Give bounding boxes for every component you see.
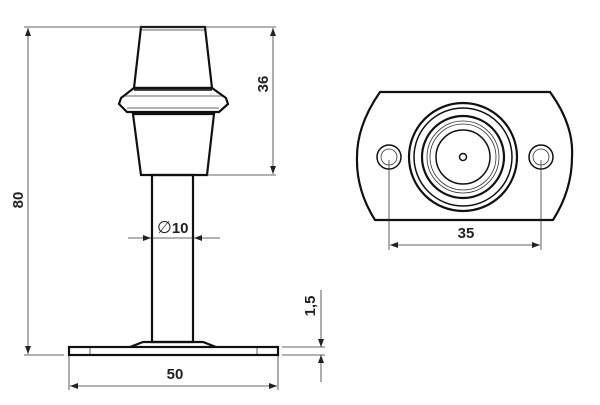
dimension-50: 50 xyxy=(167,366,184,383)
dimension-1-5: 1,5 xyxy=(302,296,319,317)
head-upper-cone xyxy=(132,25,214,90)
base-fillet xyxy=(129,340,217,349)
head-lower-cone xyxy=(131,112,216,177)
dimension-80: 80 xyxy=(10,192,27,209)
top-view: 35 xyxy=(355,90,574,250)
mounting-plate-outline xyxy=(355,90,574,222)
stem xyxy=(150,173,195,344)
dimension-diameter-10: ∅10 xyxy=(157,218,189,237)
center-point xyxy=(458,152,468,162)
side-view: 80 36 ∅10 50 1,5 xyxy=(10,25,325,390)
dimension-35: 35 xyxy=(458,225,475,242)
base-plate xyxy=(67,345,280,357)
head-flange xyxy=(117,86,230,114)
dimension-36: 36 xyxy=(255,76,272,93)
head-outer-ring xyxy=(407,101,519,213)
